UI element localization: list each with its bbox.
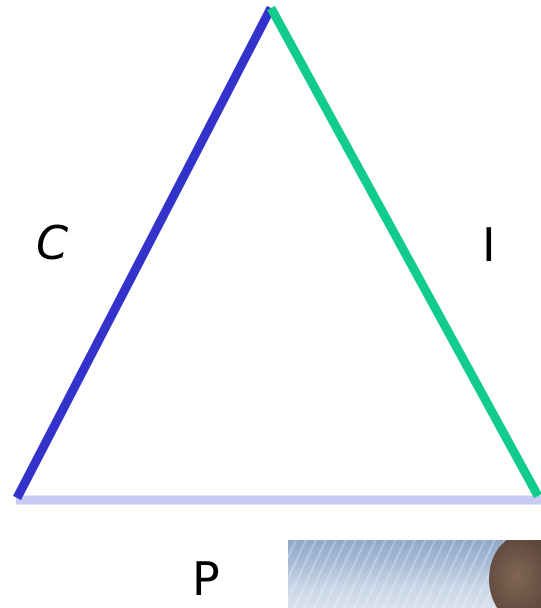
label-c: C — [36, 220, 68, 266]
photo-figure — [489, 540, 541, 608]
label-i: I — [482, 222, 496, 268]
triangle-side-right — [271, 8, 538, 496]
photo-thumbnail-icon — [288, 540, 541, 608]
label-p: P — [192, 556, 220, 602]
